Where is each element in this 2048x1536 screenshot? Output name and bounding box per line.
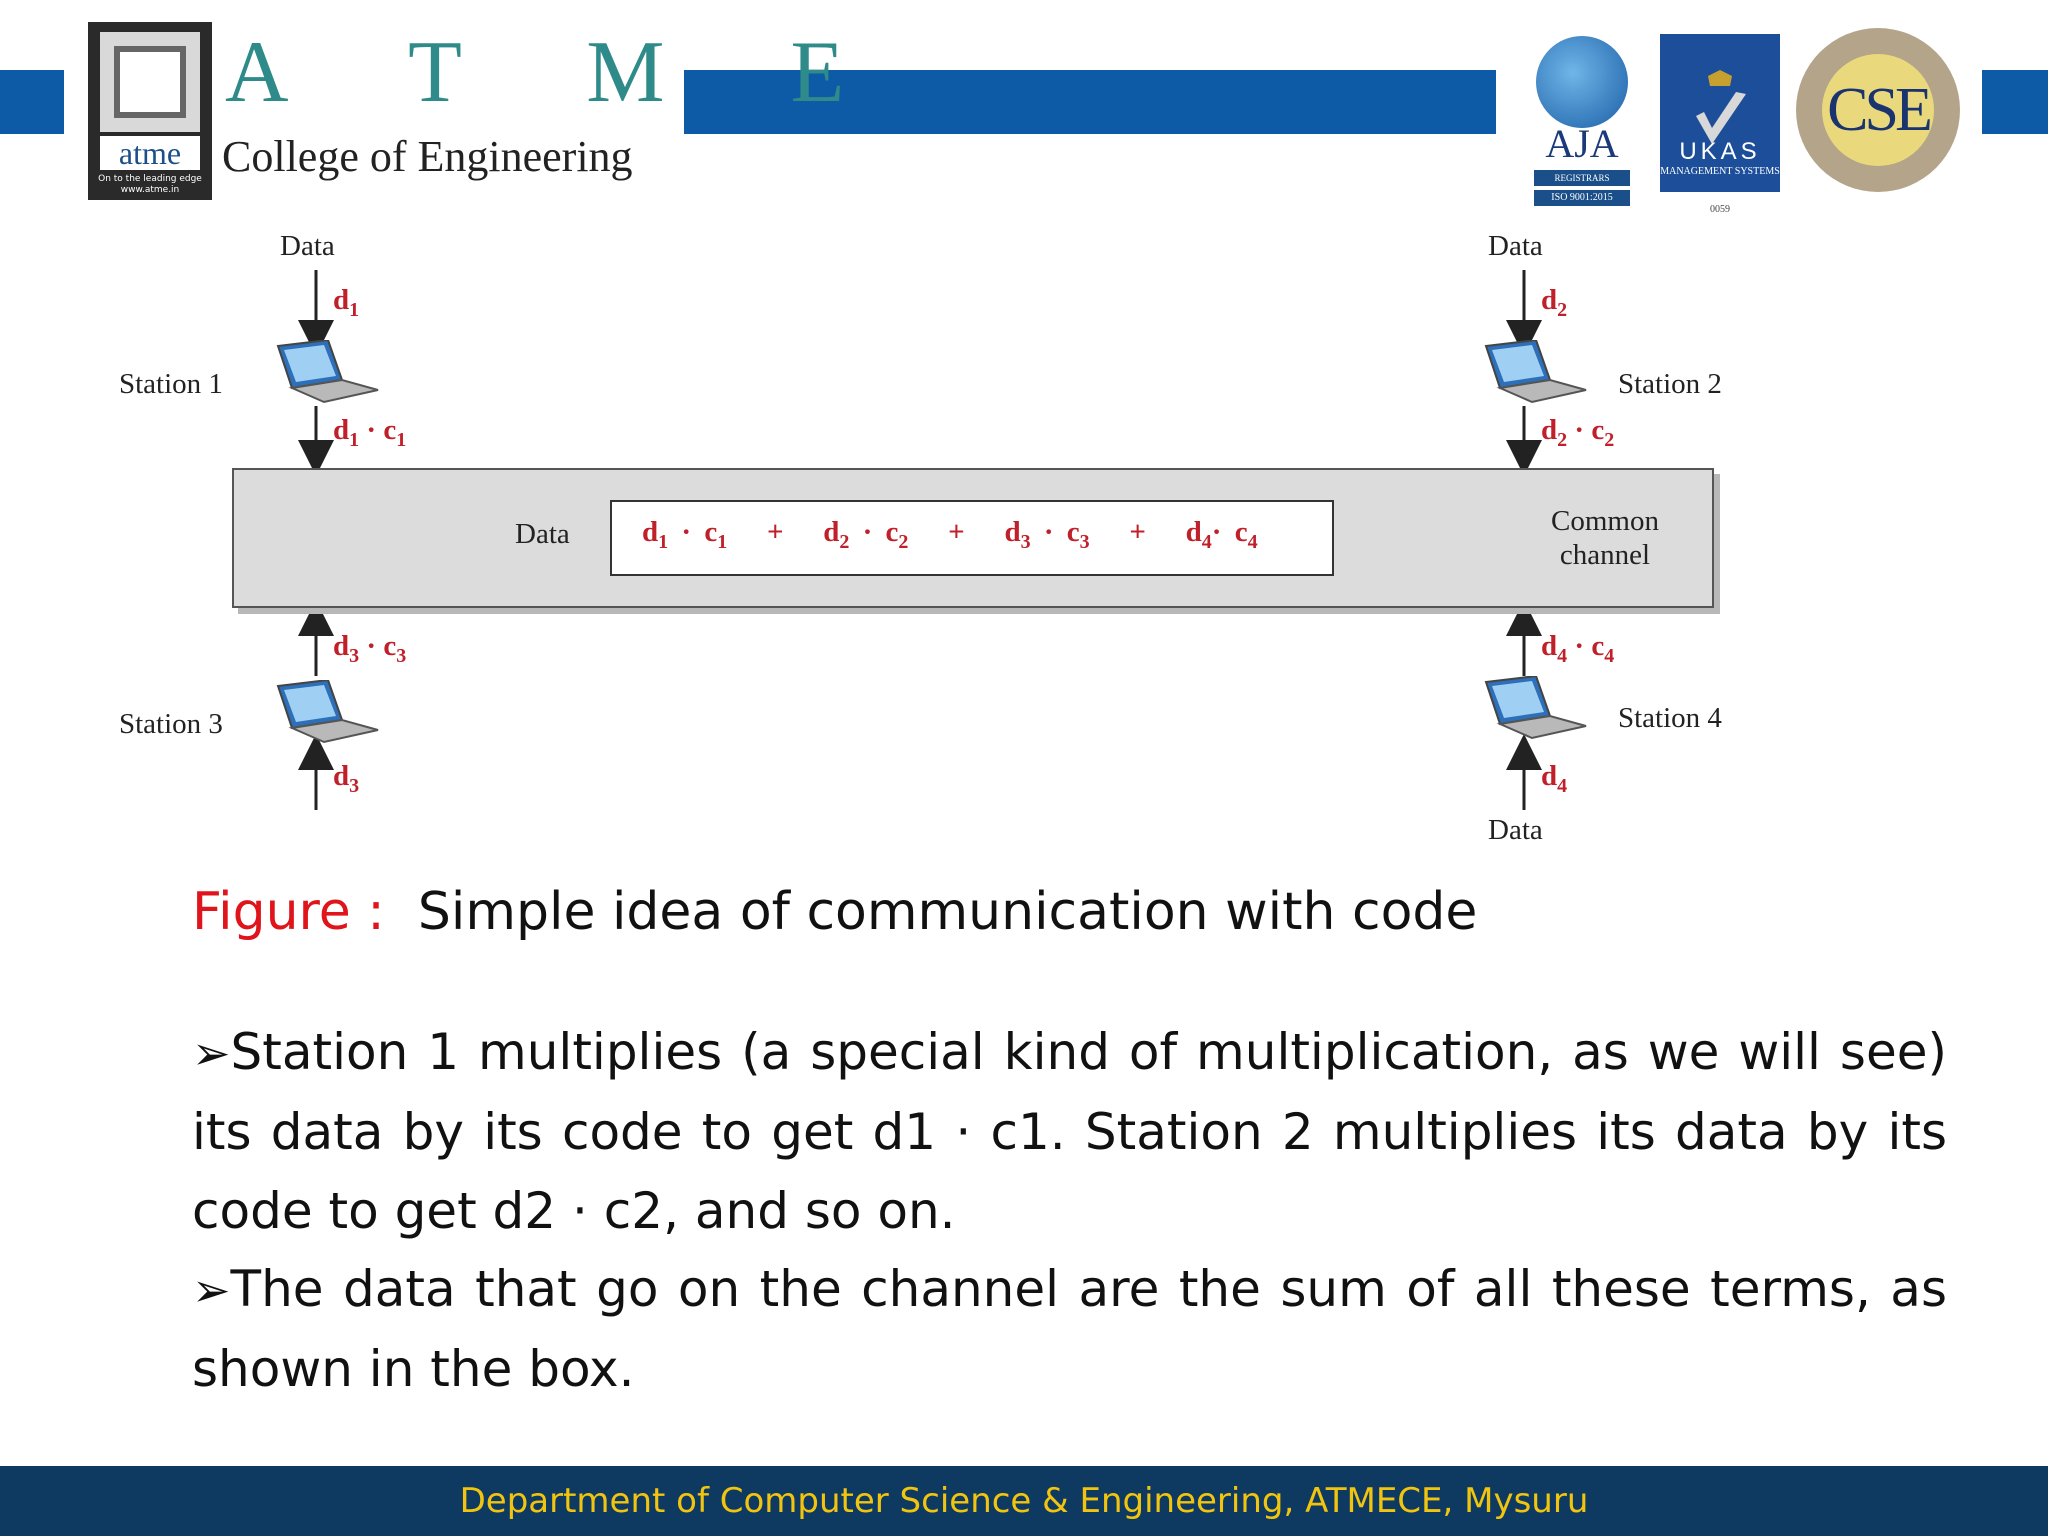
logo-frame-icon bbox=[100, 32, 200, 132]
ukas-number: 0059 bbox=[1710, 204, 1730, 215]
station4-data-label: Data bbox=[1488, 814, 1543, 846]
bullet-text: Station 1 multiplies (a special kind of … bbox=[192, 1023, 1947, 1240]
bullet-paragraph: ➢Station 1 multiplies (a special kind of… bbox=[192, 1013, 1947, 1251]
ukas-sub: MANAGEMENT SYSTEMS bbox=[1660, 166, 1780, 177]
bullet-text: The data that go on the channel are the … bbox=[192, 1260, 1947, 1398]
station1-input: d1 bbox=[333, 284, 360, 321]
station3-name: Station 3 bbox=[119, 708, 223, 740]
station3-output: d3 · c3 bbox=[333, 630, 407, 667]
bullet-paragraph: ➢The data that go on the channel are the… bbox=[192, 1250, 1947, 1409]
laptop-icon bbox=[276, 680, 379, 744]
diagram-arrows bbox=[298, 270, 1542, 810]
logo-tagline: On to the leading edge bbox=[98, 174, 202, 184]
station1-name: Station 1 bbox=[119, 368, 223, 400]
header-bar-left bbox=[0, 70, 64, 134]
cse-department-seal: CSE bbox=[1796, 28, 1960, 192]
figure-caption-text: Simple idea of communication with code bbox=[417, 882, 1478, 942]
footer-bar: Department of Computer Science & Enginee… bbox=[0, 1466, 2048, 1536]
channel-sum-box bbox=[610, 500, 1334, 576]
laptop-icon bbox=[276, 340, 379, 404]
station2-name: Station 2 bbox=[1618, 368, 1722, 400]
header-bar-middle bbox=[684, 70, 1496, 134]
aja-iso: ISO 9001:2015 bbox=[1534, 190, 1630, 206]
station2-input: d2 bbox=[1541, 284, 1568, 321]
ukas-label: UKAS bbox=[1679, 138, 1761, 165]
arrow-bullet-icon: ➢ bbox=[192, 1026, 231, 1080]
checkmark-icon bbox=[1696, 70, 1746, 144]
footer-text: Department of Computer Science & Enginee… bbox=[459, 1481, 1589, 1521]
station2-data-label: Data bbox=[1488, 230, 1543, 262]
station4-input: d4 bbox=[1541, 760, 1568, 797]
channel-sum: d1 · c1 + d2 · c2 + d3 · c3 + d4· c4 bbox=[642, 516, 1258, 553]
laptop-icon bbox=[1484, 340, 1587, 404]
station1-output: d1 · c1 bbox=[333, 414, 407, 451]
arrow-bullet-icon: ➢ bbox=[192, 1263, 231, 1317]
globe-icon bbox=[1536, 36, 1628, 128]
station3-input: d3 bbox=[333, 760, 360, 797]
header-bar-right bbox=[1982, 70, 2048, 134]
aja-band: REGISTRARS bbox=[1534, 170, 1630, 186]
station2-output: d2 · c2 bbox=[1541, 414, 1615, 451]
brand-letters: A T M E bbox=[225, 24, 897, 121]
cse-label: CSE bbox=[1822, 54, 1934, 166]
ukas-certification-logo: UKAS MANAGEMENT SYSTEMS bbox=[1660, 34, 1780, 192]
channel-data-label: Data bbox=[515, 518, 570, 550]
logo-word: atme bbox=[100, 136, 200, 170]
logo-url: www.atme.in bbox=[120, 185, 180, 195]
laptop-icon bbox=[1484, 676, 1587, 740]
figure-caption: Figure : Simple idea of communication wi… bbox=[192, 882, 1477, 942]
aja-certification-logo: AJA REGISTRARS ISO 9001:2015 bbox=[1528, 32, 1636, 208]
aja-label: AJA bbox=[1545, 121, 1619, 166]
college-name: College of Engineering bbox=[222, 132, 633, 181]
station4-output: d4 · c4 bbox=[1541, 630, 1615, 667]
figure-prefix: Figure : bbox=[192, 882, 385, 942]
station1-data-label: Data bbox=[280, 230, 335, 262]
station4-name: Station 4 bbox=[1618, 702, 1722, 734]
